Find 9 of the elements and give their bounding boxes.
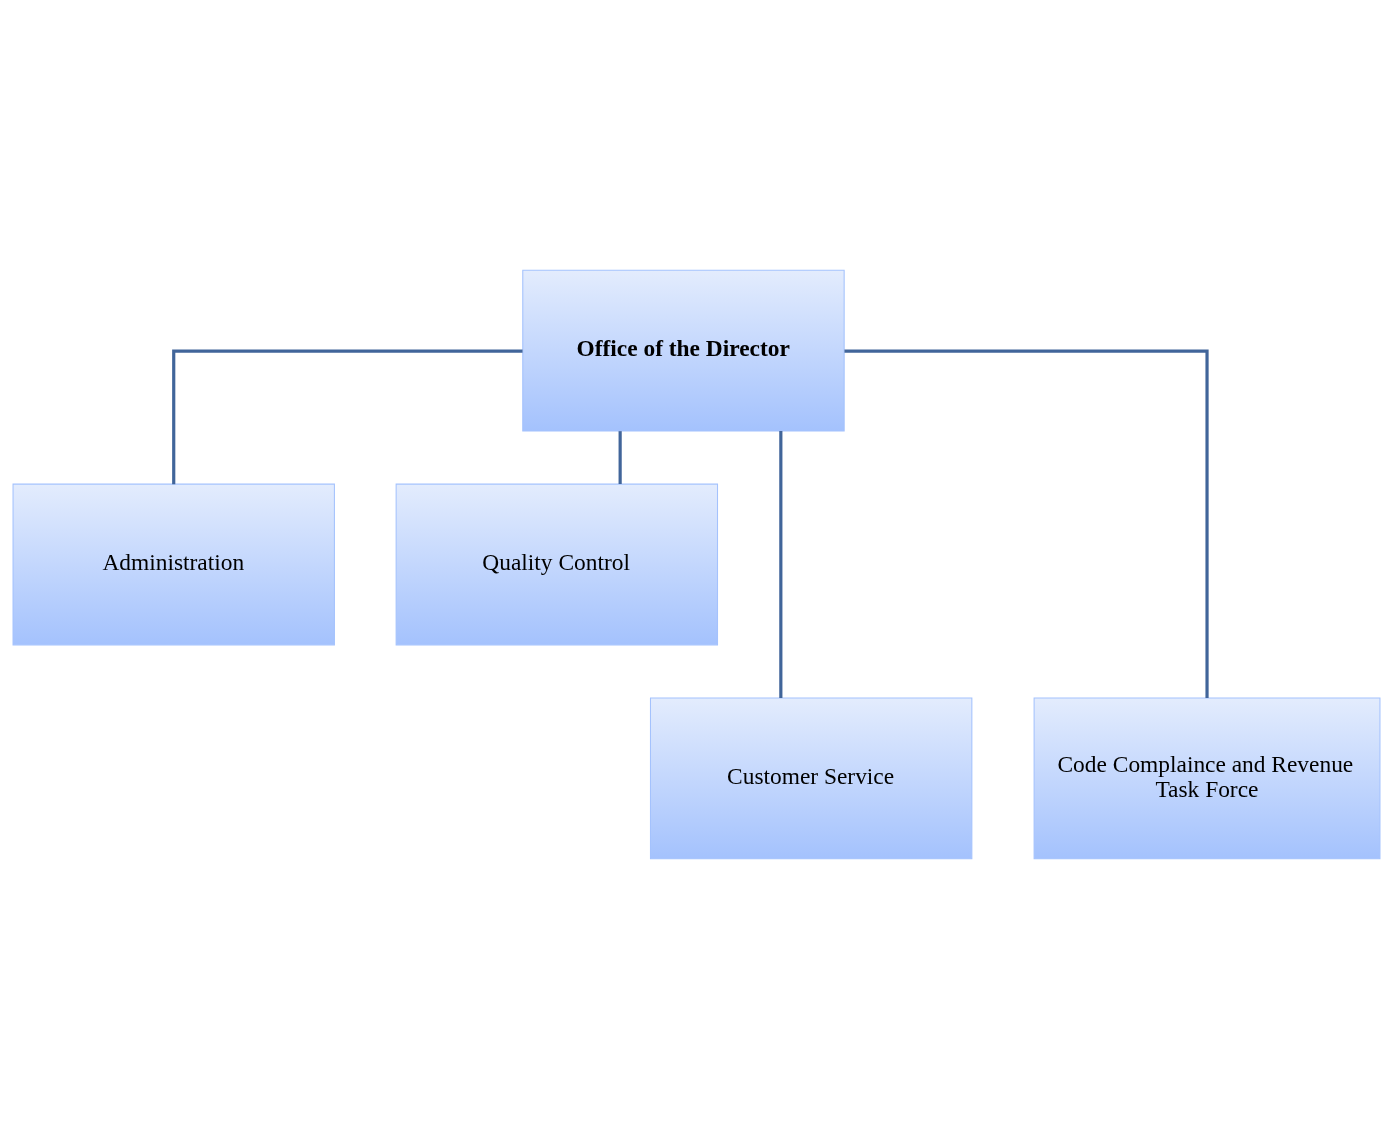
node-box: Customer Service	[649, 697, 973, 860]
node-box: Administration	[12, 483, 335, 646]
connector	[844, 349, 1209, 699]
connector	[172, 349, 523, 485]
node-box: Code Complaince and Revenue Task Force	[1033, 697, 1381, 860]
connector	[618, 431, 622, 484]
node-box: Quality Control	[395, 483, 719, 646]
connector	[779, 431, 783, 698]
node-box: Office of the Director	[522, 269, 845, 432]
